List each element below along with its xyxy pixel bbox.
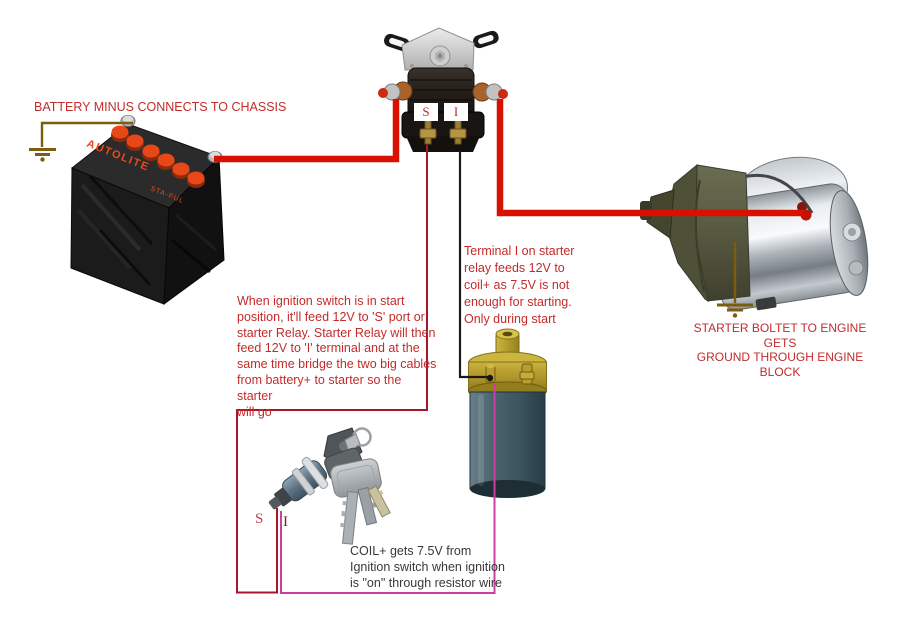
- relay-i-stud: [449, 117, 467, 145]
- lock-cylinder: [268, 456, 329, 510]
- relay-s-wire: [236, 145, 428, 594]
- battery-to-relay-cable: [214, 99, 400, 163]
- battery-ground-note: BATTERY MINUS CONNECTS TO CHASSIS: [34, 100, 287, 114]
- battery-cell-caps: [111, 125, 205, 188]
- switch-terminal-i-label: I: [283, 514, 288, 530]
- starter-ground-note: STARTER BOLTET TO ENGINE GETS GROUND THR…: [693, 321, 867, 379]
- relay-terminal-i-label: I: [444, 103, 468, 121]
- relay-to-starter-cable: [496, 99, 804, 217]
- battery-ground-wire: [40, 121, 133, 147]
- coil-note: COIL+ gets 7.5V from Ignition switch whe…: [350, 544, 505, 590]
- ignition-switch-image: [268, 427, 391, 545]
- starter-motor-image: [640, 156, 869, 311]
- battery-negative-terminal: [120, 115, 136, 127]
- terminal-i-note: Terminal I on starter relay feeds 12V to…: [464, 244, 575, 326]
- relay-big-terminal-left: [378, 81, 413, 101]
- relay-i-wire: [458, 150, 488, 379]
- coil-feed-wire: [280, 384, 496, 594]
- ignition-coil-image: [468, 328, 547, 498]
- relay-terminal-s-label: S: [414, 103, 438, 121]
- ground-symbol: [29, 148, 56, 162]
- battery-image: AUTOLITE STA-FUL: [70, 115, 225, 306]
- ground-symbol: [717, 303, 753, 318]
- key-blade: [340, 490, 359, 545]
- relay-big-terminal-right: [472, 82, 508, 102]
- starter-terminal: [797, 202, 807, 212]
- switch-terminal-s-label: S: [255, 511, 264, 527]
- wires: [29, 99, 812, 594]
- ignition-switch-note: When ignition switch is in start positio…: [237, 294, 437, 419]
- key-blade: [367, 485, 391, 518]
- relay-s-stud: [419, 117, 437, 145]
- coil-negative-terminal: [519, 363, 535, 385]
